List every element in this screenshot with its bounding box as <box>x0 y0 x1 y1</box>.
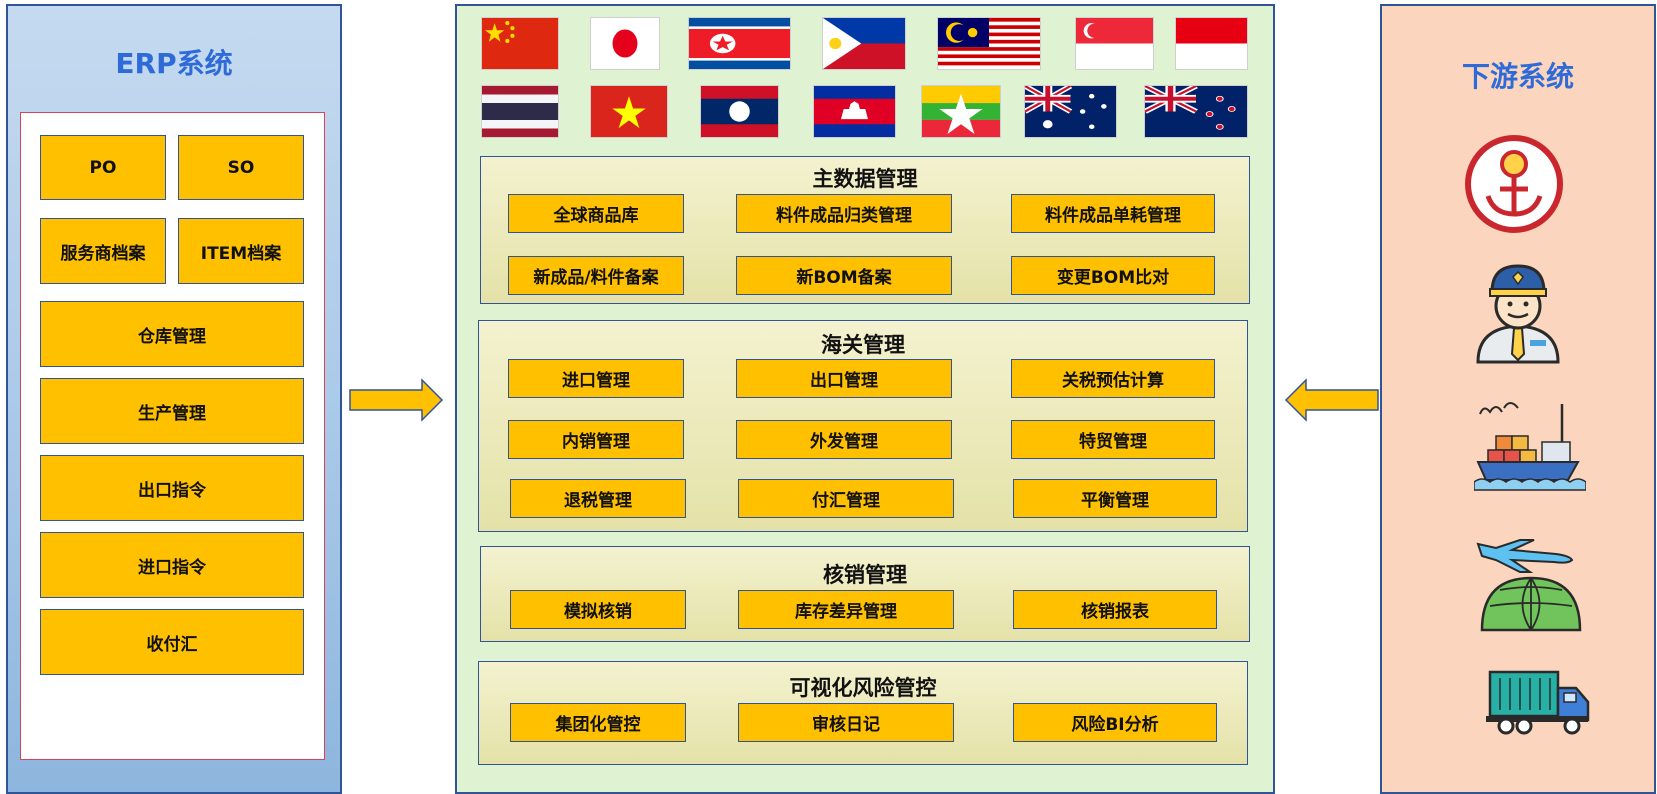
master-data-title: 主数据管理 <box>812 167 918 191</box>
tariff-estimate-box: 关税预估计算 <box>1011 359 1215 398</box>
anchor-icon <box>1465 135 1563 233</box>
simulated-verification-box: 模拟核销 <box>510 590 686 629</box>
thailand-flag <box>481 85 559 138</box>
warehouse-management-box: 仓库管理 <box>40 301 304 367</box>
import-instruction-box: 进口指令 <box>40 532 304 598</box>
cambodia-flag <box>813 85 896 138</box>
so-box: SO <box>178 135 304 200</box>
balance-management-box: 平衡管理 <box>1013 479 1217 518</box>
production-management-box: 生产管理 <box>40 378 304 444</box>
material-classification-box: 料件成品归类管理 <box>736 194 952 233</box>
japan-flag <box>590 17 660 70</box>
service-provider-file-box: 服务商档案 <box>40 218 166 284</box>
payment-collection-box: 收付汇 <box>40 609 304 675</box>
group-control-box: 集团化管控 <box>510 703 686 742</box>
po-box: PO <box>40 135 166 200</box>
truck-icon <box>1486 670 1590 735</box>
singapore-flag <box>1075 17 1154 70</box>
outsourcing-box: 外发管理 <box>736 420 952 459</box>
export-management-box: 出口管理 <box>736 359 952 398</box>
inventory-variance-box: 库存差异管理 <box>738 590 954 629</box>
domestic-sales-box: 内销管理 <box>508 420 684 459</box>
risk-bi-analysis-box: 风险BI分析 <box>1013 703 1217 742</box>
export-instruction-box: 出口指令 <box>40 455 304 521</box>
material-consumption-box: 料件成品单耗管理 <box>1011 194 1215 233</box>
new-product-filing-box: 新成品/料件备案 <box>508 256 684 295</box>
cargo-ship-icon <box>1474 402 1586 491</box>
item-file-box: ITEM档案 <box>178 218 304 284</box>
verification-report-box: 核销报表 <box>1013 590 1217 629</box>
myanmar-flag <box>921 85 1001 138</box>
verification-title: 核销管理 <box>823 563 907 587</box>
global-product-library-box: 全球商品库 <box>508 194 684 233</box>
payment-management-box: 付汇管理 <box>738 479 954 518</box>
customs-title: 海关管理 <box>821 333 905 357</box>
indonesia-flag <box>1175 17 1248 70</box>
tax-refund-box: 退税管理 <box>510 479 686 518</box>
import-management-box: 进口管理 <box>508 359 684 398</box>
risk-control-title: 可视化风险管控 <box>789 676 937 700</box>
new-zealand-flag <box>1144 85 1248 138</box>
australia-flag <box>1024 85 1117 138</box>
right-arrow <box>349 378 444 422</box>
downstream-system-title: 下游系统 <box>1461 60 1574 93</box>
special-trade-box: 特贸管理 <box>1011 420 1215 459</box>
left-arrow <box>1284 378 1379 422</box>
vietnam-flag <box>590 85 668 138</box>
malaysia-flag <box>937 17 1041 70</box>
china-flag <box>481 17 559 70</box>
new-bom-filing-box: 新BOM备案 <box>736 256 952 295</box>
airplane-globe-icon <box>1476 539 1582 632</box>
north-korea-flag <box>688 17 791 70</box>
audit-log-box: 审核日记 <box>738 703 954 742</box>
laos-flag <box>700 85 779 138</box>
erp-system-title: ERP系统 <box>115 47 233 80</box>
customs-officer-icon <box>1476 264 1560 364</box>
bom-comparison-box: 变更BOM比对 <box>1011 256 1215 295</box>
philippines-flag <box>822 17 906 70</box>
